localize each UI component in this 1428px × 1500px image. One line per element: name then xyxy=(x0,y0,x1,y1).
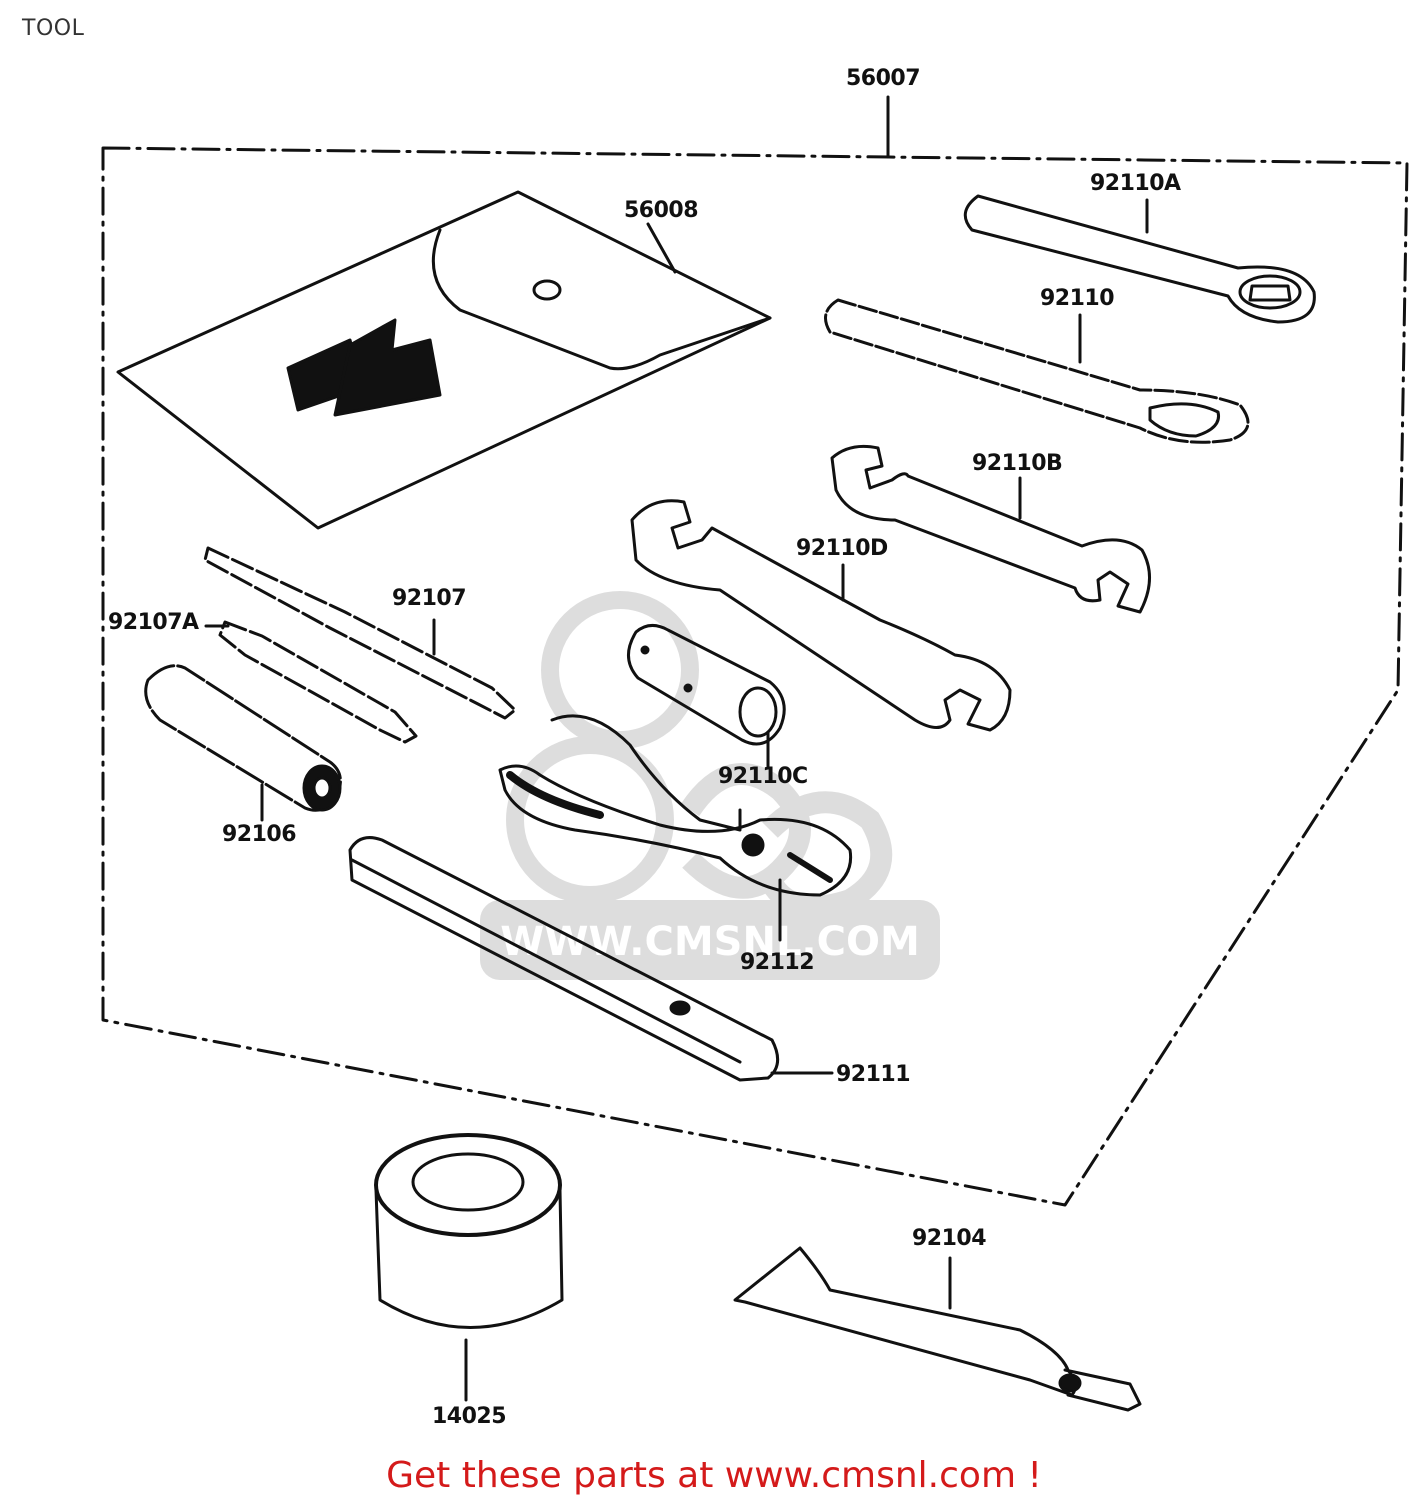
box-wrench-92110C-drawing xyxy=(627,624,786,770)
handle-92106-drawing xyxy=(144,664,342,822)
callout-92110D[interactable]: 92110D xyxy=(796,536,888,561)
callout-92110A[interactable]: 92110A xyxy=(1090,171,1181,196)
callout-92106[interactable]: 92106 xyxy=(222,822,297,847)
callout-56007[interactable]: 56007 xyxy=(846,66,921,91)
callout-92107[interactable]: 92107 xyxy=(392,586,467,611)
watermark-text: WWW.CMSNL.COM xyxy=(500,919,920,965)
tool-bag-drawing xyxy=(116,190,772,530)
screwdriver-92107-drawing xyxy=(203,546,517,720)
kit-boundary xyxy=(101,146,1409,1207)
callout-92112[interactable]: 92112 xyxy=(740,950,815,975)
callout-92110C[interactable]: 92110C xyxy=(718,764,808,789)
callout-92110[interactable]: 92110 xyxy=(1040,286,1115,311)
callout-92111[interactable]: 92111 xyxy=(836,1062,911,1087)
tube-92104-drawing xyxy=(733,1246,1142,1412)
footer-parts-link[interactable]: Get these parts at www.cmsnl.com ! xyxy=(386,1455,1042,1496)
pliers-92112-drawing xyxy=(498,714,853,942)
callout-14025[interactable]: 14025 xyxy=(432,1404,507,1429)
screwdriver-92107A-drawing xyxy=(204,620,418,744)
callout-92104[interactable]: 92104 xyxy=(912,1226,987,1251)
callout-92107A[interactable]: 92107A xyxy=(108,610,199,635)
wrench-92110A-drawing xyxy=(963,194,1316,324)
callout-56008[interactable]: 56008 xyxy=(624,198,699,223)
watermark-logo: WWW.CMSNL.COM xyxy=(480,591,940,980)
wrench-92110-drawing xyxy=(824,298,1250,444)
wrench-92110B-drawing xyxy=(830,444,1152,614)
wrench-92110D-drawing xyxy=(630,499,1012,732)
page-title: TOOL xyxy=(22,16,85,41)
filter-14025-drawing xyxy=(374,1133,564,1402)
callout-92110B[interactable]: 92110B xyxy=(972,451,1063,476)
bar-92111-drawing xyxy=(348,836,834,1082)
